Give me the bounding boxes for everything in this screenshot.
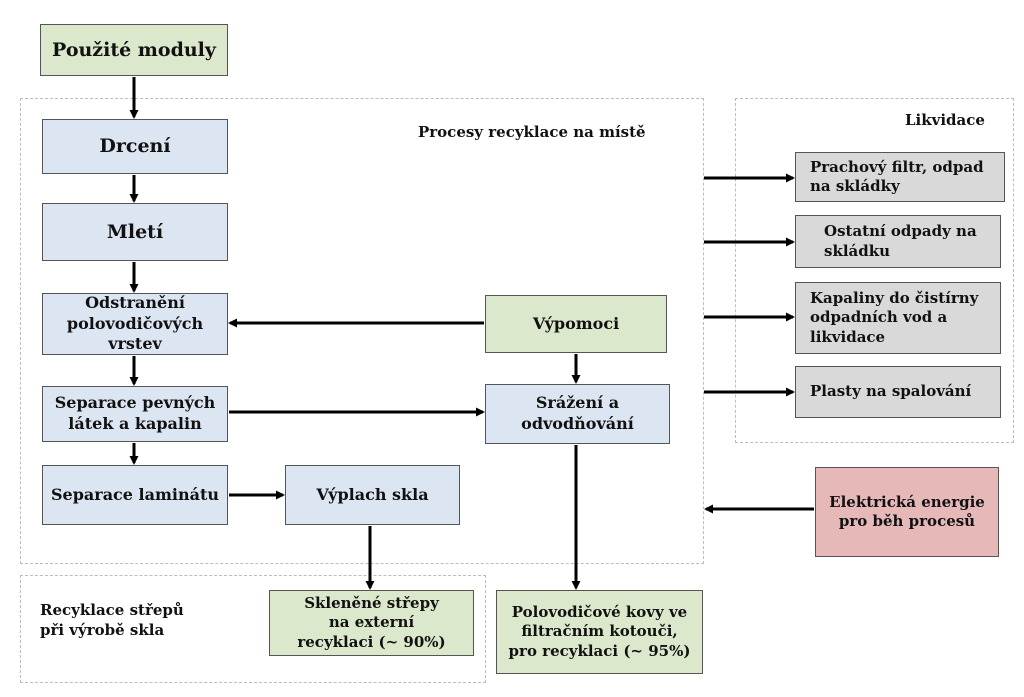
electricity-box: Elektrická energie pro běh procesů bbox=[815, 467, 999, 557]
crushing-box: Drcení bbox=[42, 119, 228, 174]
disposal-region-label: Likvidace bbox=[905, 111, 985, 129]
used-modules-box: Použité moduly bbox=[40, 24, 228, 76]
semiconductor-removal-box: Odstranění polovodičových vrstev bbox=[42, 293, 228, 355]
cullet-recycling-region bbox=[20, 575, 486, 683]
glass-cullet-box: Skleněné střepy na externí recyklaci (~ … bbox=[269, 590, 474, 656]
solid-liquid-separation-box: Separace pevných látek a kapalin bbox=[42, 386, 228, 442]
laminate-separation-box: Separace laminátu bbox=[42, 465, 228, 525]
auxiliaries-box: Výpomoci bbox=[485, 295, 667, 353]
liquids-box: Kapaliny do čistírny odpadních vod a lik… bbox=[795, 282, 1001, 354]
milling-box: Mletí bbox=[42, 203, 228, 261]
disposal-region bbox=[735, 98, 1014, 443]
onsite-recycling-region bbox=[20, 98, 704, 564]
cullet-region-label: Recyklace střepů při výrobě skla bbox=[40, 601, 184, 640]
onsite-region-label: Procesy recyklace na místě bbox=[418, 123, 646, 141]
glass-rinse-box: Výplach skla bbox=[285, 465, 460, 525]
dust-filter-box: Prachový filtr, odpad na skládky bbox=[795, 152, 1005, 202]
other-waste-box: Ostatní odpady na skládku bbox=[795, 215, 1001, 268]
plastics-box: Plasty na spalování bbox=[795, 366, 1001, 418]
semiconductor-metals-box: Polovodičové kovy ve filtračním kotouči,… bbox=[496, 590, 703, 674]
precipitation-box: Srážení a odvodňování bbox=[485, 384, 670, 444]
